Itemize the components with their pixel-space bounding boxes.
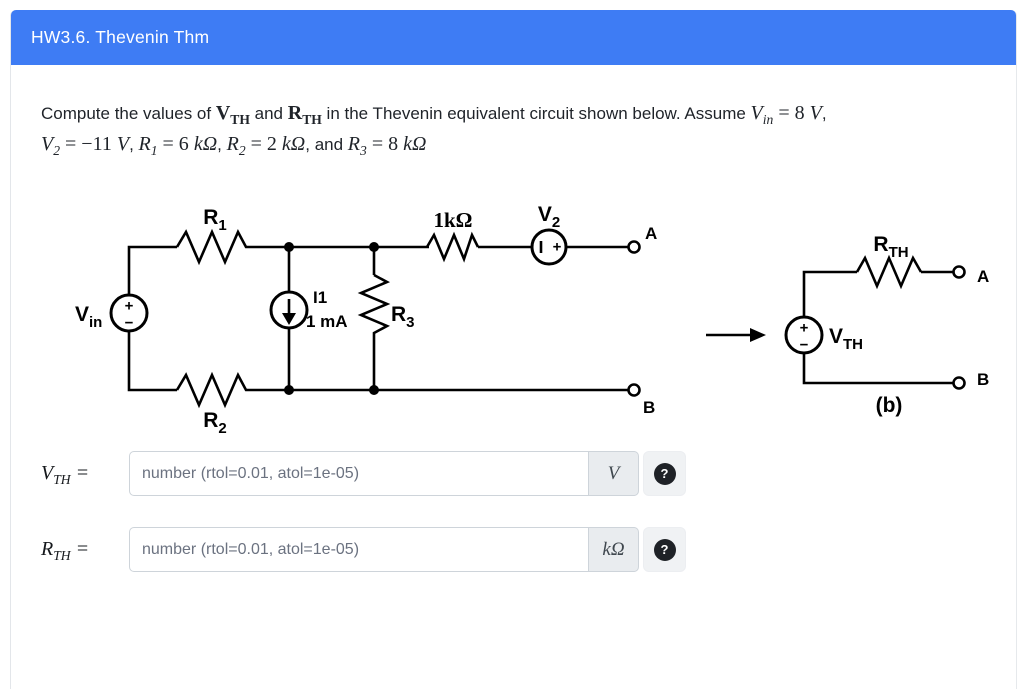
resistor-r1: R1 xyxy=(175,206,249,266)
question-mark-icon: ? xyxy=(653,462,676,485)
i1-name-label: I1 xyxy=(313,288,327,307)
rth-answer-row: RTH = kΩ ? xyxy=(41,527,686,572)
rth-help-button[interactable]: ? xyxy=(643,527,686,572)
vth-help-button[interactable]: ? xyxy=(643,451,686,496)
problem-statement: Compute the values of VTH and RTH in the… xyxy=(41,98,827,160)
terminal-a-label: A xyxy=(645,224,657,243)
terminal-b-label: B xyxy=(643,398,655,417)
v2-plus: + xyxy=(553,239,562,256)
vin-source: + − Vin xyxy=(75,293,149,333)
r1-label: R1 xyxy=(203,206,227,234)
rth-input[interactable] xyxy=(129,527,589,572)
thevenin-caption: (b) xyxy=(876,394,903,417)
resistor-rth: RTH xyxy=(855,233,923,290)
math-r2: R2 xyxy=(226,133,246,158)
question-header: HW3.6. Thevenin Thm xyxy=(11,10,1016,65)
rth-label: RTH xyxy=(873,233,908,261)
vth-source: + − VTH xyxy=(784,315,863,355)
resistor-r2: R2 xyxy=(175,371,249,437)
resistor-r3: R3 xyxy=(357,273,415,390)
terminal-b: B xyxy=(627,383,655,417)
thevenin-terminal-a-label: A xyxy=(977,267,989,286)
question-card: HW3.6. Thevenin Thm Compute the values o… xyxy=(10,10,1017,689)
i1-current-source: I1 1 mA xyxy=(269,288,348,331)
vth-input-group: V ? xyxy=(129,451,686,496)
r2-label: R2 xyxy=(203,409,227,437)
junction-dots xyxy=(284,242,379,395)
vth-input[interactable] xyxy=(129,451,589,496)
series-resistor-label: 1kΩ xyxy=(434,208,473,232)
vth-answer-row: VTH = V ? xyxy=(41,451,686,496)
v2-source: + V2 xyxy=(530,203,568,266)
question-mark-icon: ? xyxy=(653,538,676,561)
rth-input-group: kΩ ? xyxy=(129,527,686,572)
rth-unit-addon: kΩ xyxy=(589,527,639,572)
thevenin-terminal-b: B xyxy=(952,370,989,390)
i1-value-label: 1 mA xyxy=(306,312,348,331)
math-rth: RTH xyxy=(287,102,322,127)
circuit-wires xyxy=(127,245,628,392)
i1-arrow xyxy=(282,313,296,325)
vin-plus: + xyxy=(125,298,134,315)
problem-line-1: Compute the values of VTH and RTH in the… xyxy=(41,102,827,127)
thevenin-terminal-b-label: B xyxy=(977,370,989,389)
vth-minus: − xyxy=(800,337,809,354)
vth-unit-addon: V xyxy=(589,451,639,496)
thevenin-terminal-a: A xyxy=(952,265,989,286)
vin-label: Vin xyxy=(75,303,102,331)
question-title: HW3.6. Thevenin Thm xyxy=(31,27,210,47)
math-r1: R1 xyxy=(138,133,158,158)
rth-answer-label: RTH = xyxy=(41,538,90,563)
r3-label: R3 xyxy=(391,303,415,331)
math-v2: V2 xyxy=(41,133,61,158)
math-vth: VTH xyxy=(215,102,250,127)
circuit-diagram: + − Vin R1 R2 I1 1 mA xyxy=(75,203,989,437)
thevenin-wires xyxy=(802,270,953,385)
vin-minus: − xyxy=(125,315,134,332)
vth-answer-label: VTH = xyxy=(41,462,90,487)
vth-plus: + xyxy=(800,320,809,337)
problem-line-2: V2 = −11 V, R1 = 6 kΩ, R2 = 2 kΩ, and R3… xyxy=(41,133,427,158)
series-resistor-1k: 1kΩ xyxy=(425,208,480,263)
terminal-a: A xyxy=(627,224,657,254)
arrow-icon xyxy=(706,328,766,342)
vth-label: VTH xyxy=(829,325,863,353)
v2-label: V2 xyxy=(538,203,560,231)
math-r3: R3 xyxy=(347,133,367,158)
math-vin: Vin xyxy=(750,102,774,127)
